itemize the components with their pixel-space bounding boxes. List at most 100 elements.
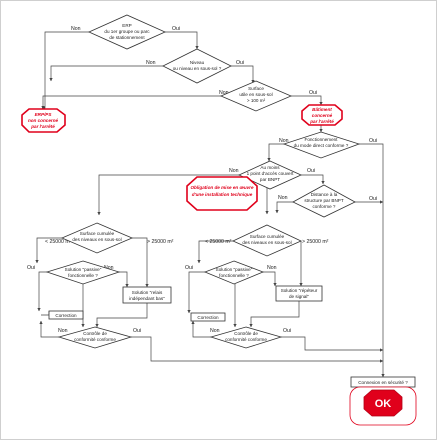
svg-text:Surface cumulée: Surface cumulée [80,231,115,236]
svg-text:ERP/PS: ERP/PS [35,112,53,117]
decision-surface-cumulee-right: Surface cumulée des niveaux en sous-sol [232,224,302,257]
edge-erp-oui [165,31,199,50]
label-fonction-non: Non [279,138,289,144]
svg-text:Bâtiment: Bâtiment [312,107,332,112]
edge-conforme-l-non [39,320,59,338]
svg-text:des niveaux en sous-sol: des niveaux en sous-sol [242,240,291,245]
svg-text:Connexion en sécurité ?: Connexion en sécurité ? [358,380,408,385]
svg-text:Contrôle de: Contrôle de [234,331,258,336]
svg-text:Distance à la: Distance à la [311,192,338,197]
label-conforme-r-oui: Oui [283,328,291,334]
svg-text:par l'arrêté: par l'arrêté [30,124,55,129]
edge-surface-oui [291,95,323,106]
decision-distance: Distance à la structure par BNPT conform… [292,184,356,218]
svg-text:fonctionnelle ?: fonctionnelle ? [68,273,98,278]
edge-niveau-oui [231,65,255,84]
label-distance-oui: Oui [369,196,377,202]
edge-conforme-r-oui [281,336,384,352]
svg-text:Niveau: Niveau [190,60,205,65]
svg-text:Solution "relais: Solution "relais [132,290,163,295]
edge-surface-r-lt [197,240,233,264]
decision-erp: ERP du 1er groupe ou parc de stationneme… [88,14,166,50]
label-erp-oui: Oui [172,26,180,32]
edge-conforme-r-non [191,320,211,338]
decision-fonctionnement: Fonctionnement du mode direct conforme ? [282,131,361,159]
decision-conformite-left: Contrôle de conformité conforme [57,326,133,349]
label-niveau-non: Non [146,60,156,66]
label-distance-non: Non [278,195,288,201]
label-passive-r-oui: Oui [185,265,193,271]
label-point-oui: Oui [307,168,315,174]
svg-text:des niveaux en sous-sol: des niveaux en sous-sol [72,237,121,242]
label-surface-oui: Oui [309,90,317,96]
edge-surface-non [41,95,221,110]
svg-text:par BNPT: par BNPT [260,177,280,182]
svg-text:de stationnement: de stationnement [109,35,145,40]
ok-label: OK [375,398,392,410]
svg-text:Surface: Surface [248,86,264,91]
label-surface-l-lt: < 25000 m² [45,239,72,245]
label-conforme-r-non: Non [210,328,220,334]
svg-text:Solution "répéteur: Solution "répéteur [281,288,318,293]
label-erp-non: Non [71,26,81,32]
svg-text:fonctionnelle ?: fonctionnelle ? [219,273,249,278]
svg-text:indépendant bas": indépendant bas" [129,296,165,301]
edge-passive-l-non [119,271,129,288]
svg-text:Correction: Correction [197,315,219,320]
edge-correction-l-up [41,311,50,316]
svg-text:du 1er groupe ou parc: du 1er groupe ou parc [104,29,150,34]
edge-fonction-non [267,143,284,162]
edges [35,31,385,394]
decision-passive-left: Solution "passive" fonctionnelle ? [45,260,121,285]
label-passive-l-non: Non [104,265,114,271]
label-fonction-oui: Oui [369,138,377,144]
edge-repeteur-conforme [249,301,300,328]
svg-text:Fonctionnement: Fonctionnement [305,137,339,142]
final-connexion: Connexion en sécurité ? [350,376,416,388]
edge-labels: Non Oui Non Oui Non Oui Non Oui Non Oui … [27,26,377,334]
decision-surface: Surface utile en sous-sol > 100 m² [219,80,293,112]
edge-erp-non [41,31,89,110]
svg-text:de signal": de signal" [289,294,309,299]
edge-passive-r-oui [187,271,205,314]
edge-relais-conforme [95,303,148,328]
svg-text:Solution "passive": Solution "passive" [216,267,253,272]
decision-point-acces: Au moins 1 point d'accès couvert par BNP… [238,160,302,190]
solution-repeteur: Solution "répéteur de signal" [275,285,323,302]
svg-text:Au moins: Au moins [260,165,280,170]
svg-text:1 point d'accès couvert: 1 point d'accès couvert [247,171,295,176]
svg-text:ERP: ERP [122,23,131,28]
decision-surface-cumulee-left: Surface cumulée des niveaux en sous-sol [60,222,134,254]
label-point-non: Non [229,168,239,174]
outcome-batiment-concerne: Bâtiment concerné par l'arrêté [301,104,343,126]
edge-surface-l-lt [35,237,62,264]
svg-text:structure par BNPT: structure par BNPT [304,198,344,203]
label-passive-l-oui: Oui [27,265,35,271]
label-surface-non: Non [219,90,229,96]
svg-text:Contrôle de: Contrôle de [83,331,107,336]
svg-text:non concerné: non concerné [28,118,59,123]
label-surface-l-gt: > 25000 m² [147,239,174,245]
decision-passive-right: Solution "passive" fonctionnelle ? [203,260,265,285]
svg-text:conformité conforme: conformité conforme [74,337,116,342]
label-conforme-l-non: Non [58,328,68,334]
decision-conformite-right: Contrôle de conformité conforme [209,326,283,349]
edge-passive-l-oui [37,271,47,312]
svg-text:conforme ?: conforme ? [313,204,336,209]
svg-text:Correction: Correction [55,313,77,318]
svg-text:ou niveau en sous-sol ?: ou niveau en sous-sol ? [173,66,222,71]
label-conforme-l-oui: Oui [133,328,141,334]
action-correction-left: Correction [48,310,84,320]
svg-text:utile en sous-sol: utile en sous-sol [239,92,272,97]
action-correction-right: Correction [190,312,226,322]
ok-badge: OK [349,386,417,426]
alert-obligation: Obligation de mise en œuvre d'une instal… [186,176,258,211]
label-niveau-oui: Oui [236,60,244,66]
svg-text:Surface cumulée: Surface cumulée [250,234,285,239]
edge-point-oui [301,174,325,185]
edge-passive-r-non [263,271,277,287]
outcome-erp-non-concerne: ERP/PS non concerné par l'arrêté [21,108,66,133]
svg-text:concerné: concerné [312,113,333,118]
edge-niveau-non [49,65,163,82]
